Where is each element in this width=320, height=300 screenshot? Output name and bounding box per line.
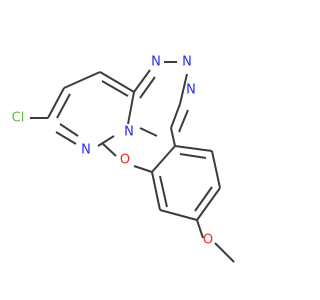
bond-c6-c7 [47, 87, 65, 119]
oxygen-atom-para-methoxy: O [203, 233, 213, 248]
bond-phenyl-c5-c6 [211, 150, 221, 189]
nitrogen-atom-pyridazine: N [81, 143, 91, 158]
bond-c8a-n1-double [139, 76, 156, 99]
nitrogen-atom-ring-fusion: N [124, 125, 134, 140]
bond-c3-phenyl [170, 127, 176, 147]
bond-c6-c7-double [56, 93, 71, 119]
bond-phenyl-c2-c3 [151, 171, 161, 211]
bond-phenyl-c1-c2 [151, 145, 176, 173]
bond-c8-c8a [99, 71, 135, 93]
chlorine-atom: Cl [12, 111, 25, 126]
bond-c8a-n-fusion [127, 91, 135, 125]
bond-phenyl-c6-c1 [174, 145, 213, 152]
bond-n-fusion-n-pyridazine [97, 135, 115, 147]
bond-c8-c8a-double [101, 80, 129, 97]
molecule-structure-diagram: Cl N N N N N O O [12, 55, 235, 263]
bond-phenyl-c2-c3-double [159, 175, 168, 208]
bond-layer [30, 61, 235, 263]
bond-c3-n4 [170, 103, 181, 129]
bond-phenyl-o-ortho [133, 165, 153, 173]
bond-c3-n4-double [178, 109, 189, 133]
bond-n4-n-fusion [139, 127, 158, 137]
bond-phenyl-c4-c5 [196, 187, 221, 221]
oxygen-atom-ortho-methoxy: O [120, 153, 130, 168]
nitrogen-atom-top-left: N [151, 55, 161, 70]
bond-phenyl-c3-c4 [159, 209, 198, 221]
bond-o-para-methyl [214, 242, 235, 263]
bond-n-pyridazine-c6 [55, 131, 77, 145]
atom-label-layer: Cl N N N N N O O [12, 55, 213, 248]
bond-c8a-n1 [133, 69, 151, 93]
bond-c7-c8 [63, 71, 101, 89]
bond-n-pyridazine-c6-double [59, 123, 79, 137]
bond-phenyl-c4-c5-double [194, 186, 213, 212]
nitrogen-atom-right: N [186, 83, 196, 98]
bond-phenyl-c6-c1-double [179, 153, 207, 159]
bond-o-ortho-methyl [101, 142, 117, 157]
nitrogen-atom-top-right: N [182, 55, 192, 70]
bond-phenyl-o-para [196, 219, 204, 239]
bond-n2-c3 [179, 73, 188, 105]
